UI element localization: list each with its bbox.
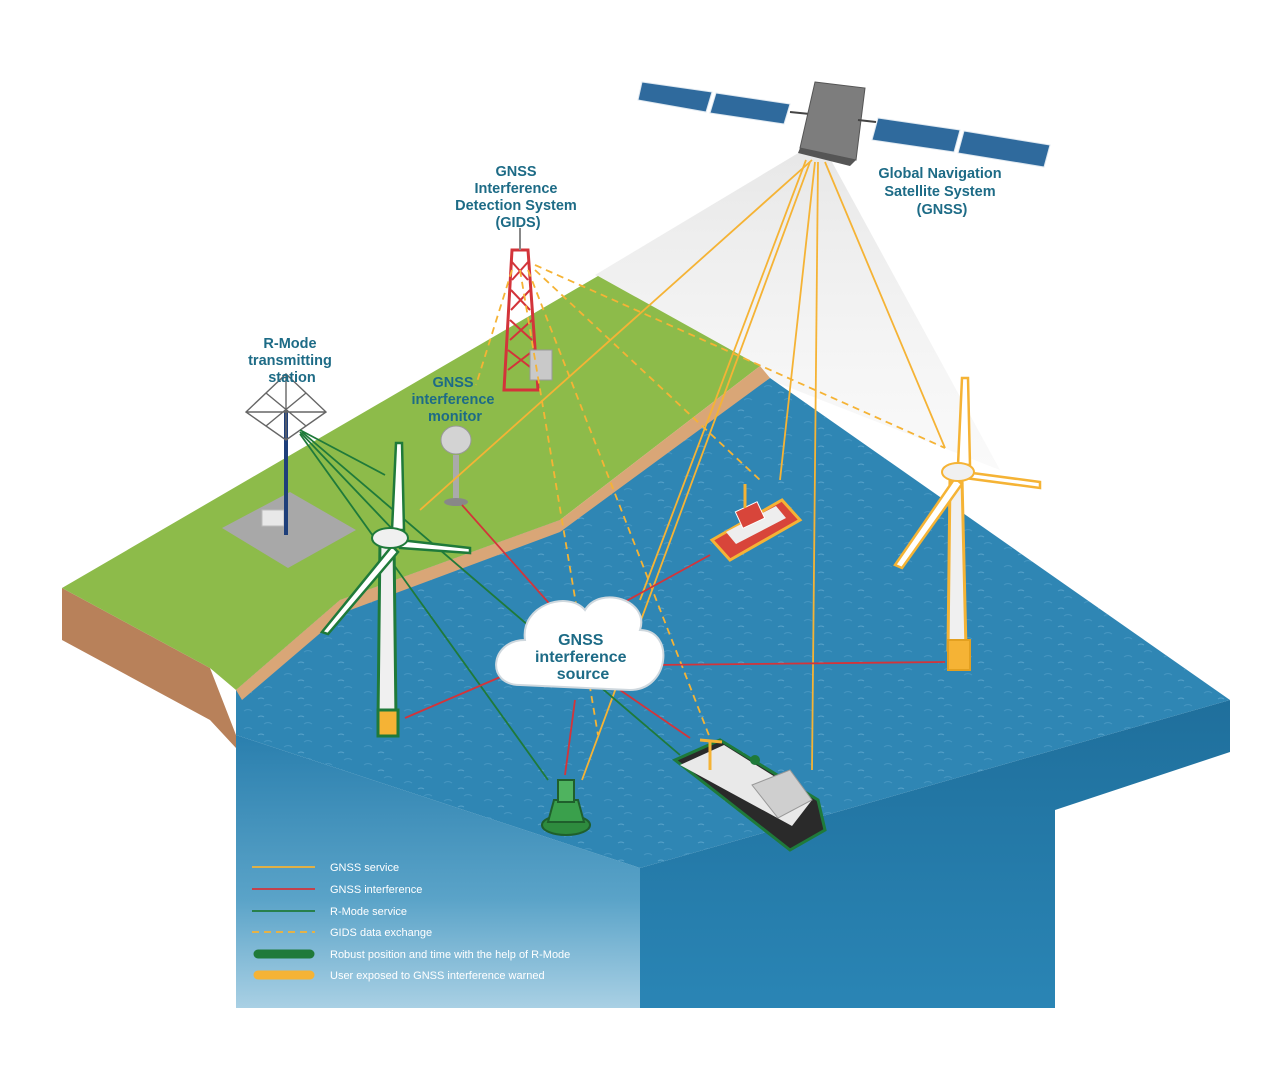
monitor-label-line-3: monitor xyxy=(428,409,482,425)
legend-text-gids-exchange: GIDS data exchange xyxy=(330,927,432,939)
wind-turbine-orange xyxy=(893,376,1042,671)
rmode-label: R-Mode transmitting station xyxy=(248,336,336,386)
interference-monitor xyxy=(440,425,472,506)
land-surface xyxy=(62,276,760,690)
legend-text-gnss-service: GNSS service xyxy=(330,862,399,874)
gnss-service-lines xyxy=(419,159,946,781)
wind-turbine-green xyxy=(319,441,472,738)
monitor-label: GNSS interference monitor xyxy=(411,375,498,425)
source-label-line-1: GNSS xyxy=(558,632,604,649)
monitor-label-line-1: GNSS xyxy=(432,375,473,391)
monitor-label-line-2: interference xyxy=(411,392,494,408)
gnss-label-line-3: (GNSS) xyxy=(917,202,968,218)
gids-label-line-1: GNSS xyxy=(495,164,536,180)
gids-label: GNSS Interference Detection System (GIDS… xyxy=(455,164,581,231)
research-vessel xyxy=(672,738,827,852)
legend: GNSS service GNSS interference R-Mode se… xyxy=(252,862,570,982)
sea-front-face xyxy=(236,735,640,1008)
legend-text-gnss-interference: GNSS interference xyxy=(330,884,422,896)
legend-text-rmode-service: R-Mode service xyxy=(330,906,407,918)
rmode-station-hut xyxy=(261,509,285,527)
sea-waves xyxy=(236,378,1230,868)
legend-text-user-warned: User exposed to GNSS interference warned xyxy=(330,970,545,982)
satellite-beam xyxy=(595,140,1000,470)
gids-label-line-4: (GIDS) xyxy=(495,215,540,231)
gnss-label: Global Navigation Satellite System (GNSS… xyxy=(878,166,1005,218)
rmode-label-line-1: R-Mode xyxy=(263,336,316,352)
gids-label-line-2: Interference xyxy=(474,181,557,197)
rmode-label-line-2: transmitting xyxy=(248,353,332,369)
buoy xyxy=(541,779,591,836)
satellite xyxy=(637,81,1051,168)
source-label-line-2: interference xyxy=(535,649,627,666)
rmode-label-line-3: station xyxy=(268,370,316,386)
legend-text-robust-position: Robust position and time with the help o… xyxy=(330,949,570,961)
gids-label-line-3: Detection System xyxy=(455,198,577,214)
rmode-service-lines xyxy=(299,429,681,781)
gnss-label-line-2: Satellite System xyxy=(884,184,995,200)
source-label-line-3: source xyxy=(557,666,610,683)
rmode-antenna xyxy=(244,373,328,441)
rmode-station-pad xyxy=(222,492,356,568)
tug-boat xyxy=(709,484,803,562)
gnss-label-line-1: Global Navigation xyxy=(878,166,1001,182)
gids-exchange-lines xyxy=(475,264,946,739)
land-soil xyxy=(62,588,236,748)
sea-right-face xyxy=(640,700,1230,1008)
interference-source-cloud xyxy=(495,596,665,692)
source-label: GNSS interference source xyxy=(535,632,631,683)
